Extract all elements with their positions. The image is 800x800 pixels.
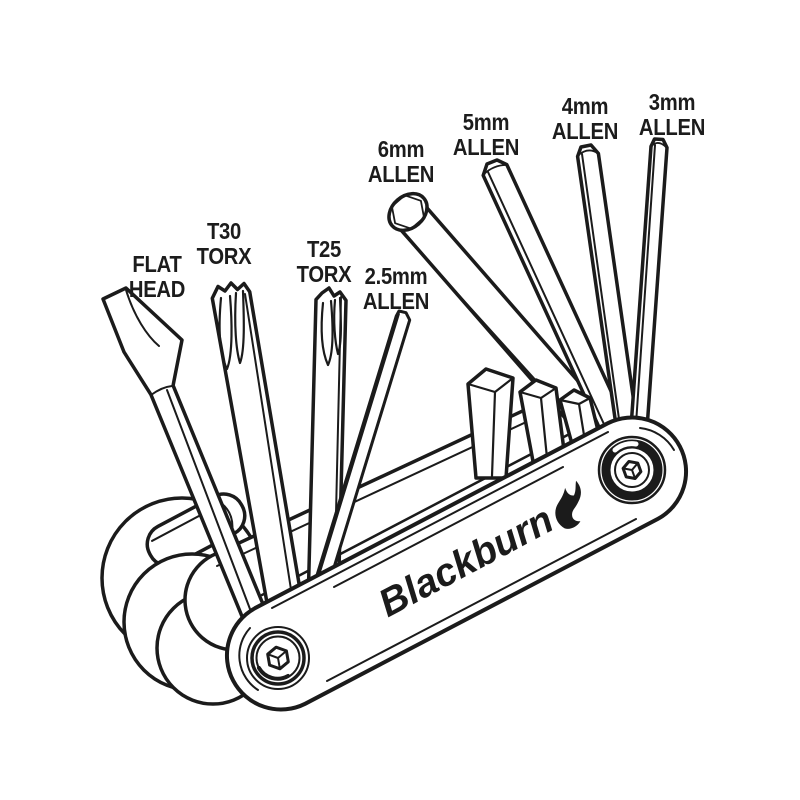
- label-line: HEAD: [128, 276, 186, 302]
- label-allen-6mm: 6mm ALLEN: [368, 137, 434, 187]
- pivot-bolt-left: [246, 626, 310, 690]
- pivot-bolt-right: [597, 435, 667, 505]
- label-line: T25: [306, 236, 342, 262]
- t30-torx-tool: [210, 281, 311, 650]
- label-line: TORX: [196, 243, 252, 269]
- label-allen-2-5mm: 2.5mm ALLEN: [363, 264, 429, 314]
- label-line: ALLEN: [362, 288, 430, 314]
- label-allen-4mm: 4mm ALLEN: [552, 94, 618, 144]
- label-line: 3mm: [648, 89, 696, 115]
- label-line: ALLEN: [551, 118, 619, 144]
- label-line: 5mm: [462, 109, 510, 135]
- flat-head-tool: [101, 286, 281, 655]
- label-line: 4mm: [561, 93, 609, 119]
- label-allen-5mm: 5mm ALLEN: [453, 110, 519, 160]
- handle-front-plate: [224, 415, 689, 712]
- label-line: 6mm: [377, 136, 425, 162]
- label-line: ALLEN: [367, 161, 435, 187]
- flame-icon: [555, 480, 581, 529]
- label-line: ALLEN: [638, 114, 706, 140]
- label-t30-torx: T30 TORX: [197, 219, 252, 269]
- label-line: TORX: [296, 261, 352, 287]
- label-flat-head: FLAT HEAD: [128, 251, 186, 302]
- label-allen-3mm: 3mm ALLEN: [639, 90, 705, 140]
- label-line: FLAT: [132, 251, 182, 277]
- label-t25-torx: T25 TORX: [297, 237, 352, 287]
- label-line: ALLEN: [452, 134, 520, 160]
- label-line: T30: [206, 218, 242, 244]
- label-line: 2.5mm: [364, 263, 428, 289]
